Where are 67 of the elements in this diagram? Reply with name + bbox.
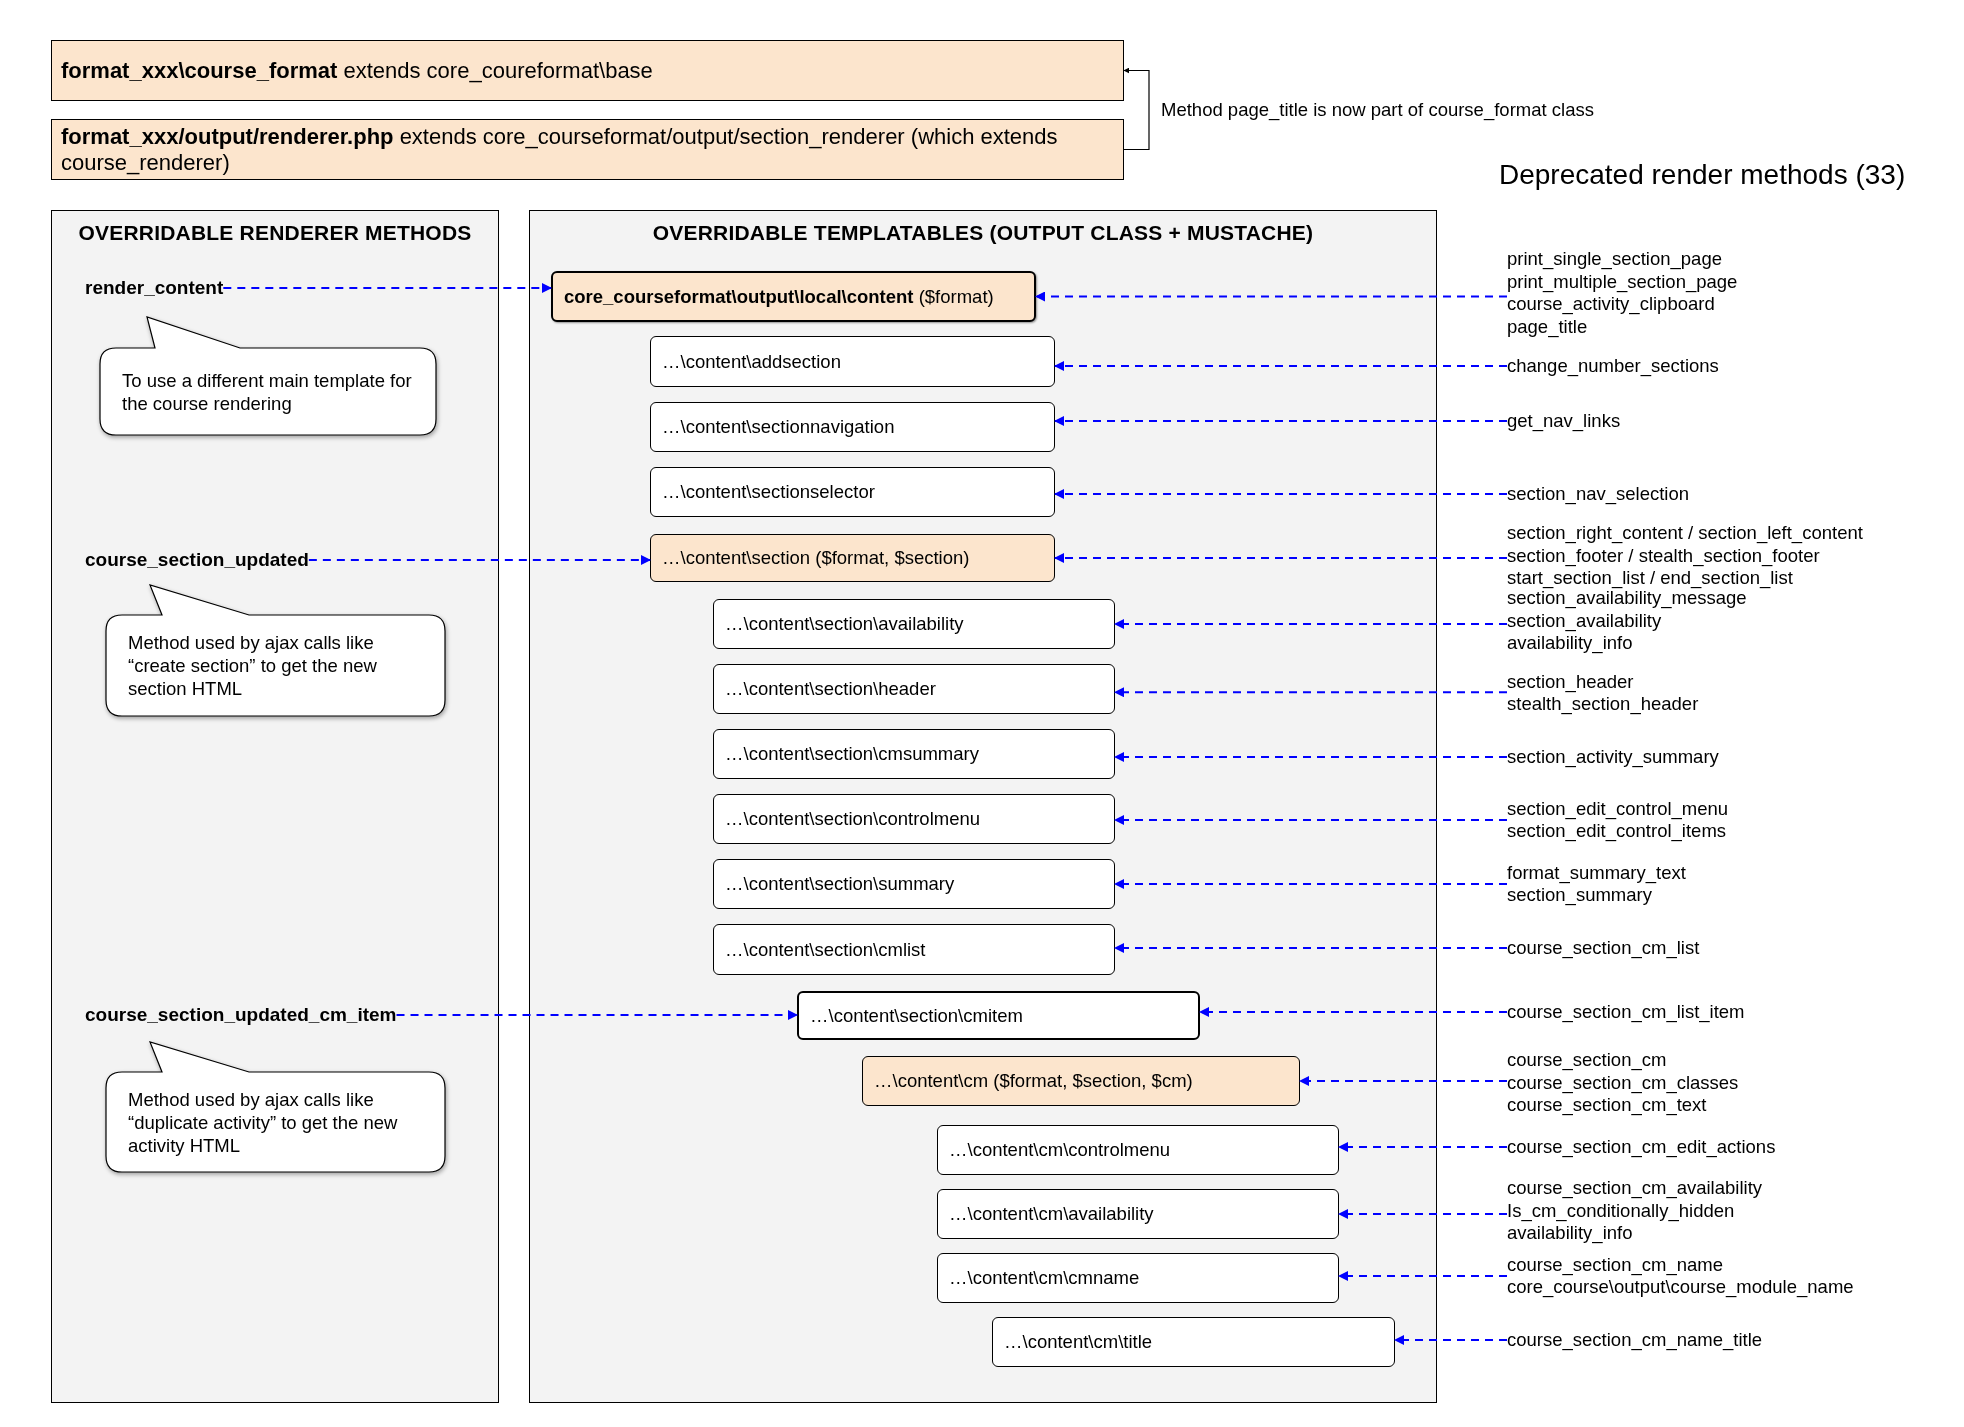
- template-box: …\content\section\cmsummary: [713, 729, 1115, 779]
- method-name-list: course_section_cm_list_item: [1507, 1000, 1745, 1024]
- template-box: core_courseformat\output\local\content ($format): [551, 271, 1036, 322]
- dashed-arrow: [1199, 1007, 1508, 1017]
- template-box: …\content\section\availability: [713, 599, 1115, 649]
- dashed-arrow: [1299, 1076, 1508, 1086]
- method-name-list: section_header stealth_section_header: [1507, 670, 1699, 716]
- template-box: …\content\section\cmitem: [797, 991, 1200, 1040]
- method-name-list: course_section_cm_availability Is_cm_conditionally_hidden availability_info: [1507, 1177, 1763, 1245]
- method-name-list: course_section_cm_name core_course\output\course_module_name: [1507, 1253, 1854, 1299]
- dashed-arrow: [307, 555, 651, 565]
- dashed-arrow: [1054, 489, 1508, 499]
- template-box: …\content\section\cmlist: [713, 924, 1115, 975]
- column-heading: Deprecated render methods (33): [1499, 159, 1906, 191]
- dashed-arrow: [1114, 619, 1508, 629]
- template-box: …\content\cm\controlmenu: [937, 1125, 1339, 1175]
- template-box: …\content\section\header: [713, 664, 1115, 714]
- dashed-arrow: [1114, 879, 1508, 889]
- dashed-arrow: [1054, 361, 1508, 371]
- panel: [51, 210, 499, 1403]
- method-name-list: section_activity_summary: [1507, 745, 1719, 769]
- method-name-list: section_nav_selection: [1507, 482, 1690, 506]
- class-box: format_xxx\course_format extends core_coureformat\base: [51, 40, 1124, 101]
- dashed-arrow: [395, 1010, 798, 1020]
- method-name-list: print_single_section_page print_multiple_section_page course_activity_clipboard page_title: [1507, 248, 1738, 338]
- panel-heading: OVERRIDABLE RENDERER METHODS: [77, 221, 473, 245]
- dashed-arrow: [1338, 1271, 1508, 1281]
- method-name-list: section_availability_message section_availability availability_info: [1507, 587, 1747, 655]
- method-name-list: section_edit_control_menu section_edit_control_items: [1507, 797, 1729, 843]
- speech-callout: Method used by ajax calls like “create section” to get the new section HTML: [106, 585, 445, 716]
- dashed-arrow: [1338, 1209, 1508, 1219]
- dashed-arrow: [1114, 687, 1508, 698]
- dashed-arrow: [1338, 1142, 1508, 1152]
- template-box: …\content\section\controlmenu: [713, 794, 1115, 844]
- method-name-list: course_section_cm_edit_actions: [1507, 1135, 1776, 1159]
- dashed-arrow: [1035, 291, 1508, 302]
- dashed-arrow: [1394, 1335, 1508, 1345]
- panel-heading: OVERRIDABLE TEMPLATABLES (OUTPUT CLASS + MUSTACHE): [651, 221, 1315, 245]
- dashed-arrow: [1114, 815, 1508, 825]
- method-name: render_content: [85, 277, 224, 299]
- dashed-arrow: [222, 283, 552, 293]
- template-box: …\content\cm\title: [992, 1317, 1395, 1367]
- method-name-list: course_section_cm course_section_cm_classes course_section_cm_text: [1507, 1049, 1739, 1117]
- method-name-list: course_section_cm_name_title: [1507, 1328, 1763, 1352]
- template-box: …\content\section\summary: [713, 859, 1115, 909]
- method-name-list: format_summary_text section_summary: [1507, 861, 1686, 907]
- dashed-arrow: [1114, 752, 1508, 762]
- class-box: format_xxx/output/renderer.php extends core_courseformat/output/section_renderer (which extends course_renderer): [51, 119, 1124, 180]
- bracket-arrow: [1123, 67, 1150, 151]
- panel: [529, 210, 1437, 1403]
- template-box: …\content\cm\availability: [937, 1189, 1339, 1239]
- method-name-list: get_nav_links: [1507, 409, 1621, 433]
- method-name-list: change_number_sections: [1507, 354, 1719, 378]
- template-box: …\content\section ($format, $section): [650, 534, 1055, 582]
- speech-callout: To use a different main template for the course rendering: [100, 317, 436, 435]
- speech-callout: Method used by ajax calls like “duplicate activity” to get the new activity HTML: [106, 1042, 445, 1172]
- method-name: course_section_updated_cm_item: [85, 1004, 397, 1026]
- template-box: …\content\cm ($format, $section, $cm): [862, 1056, 1300, 1106]
- template-box: …\content\cm\cmname: [937, 1253, 1339, 1303]
- dashed-arrow: [1114, 943, 1508, 953]
- template-box: …\content\addsection: [650, 336, 1055, 387]
- dashed-arrow: [1054, 553, 1508, 563]
- method-name: course_section_updated: [85, 549, 309, 571]
- template-box: …\content\sectionselector: [650, 467, 1055, 517]
- dashed-arrow: [1054, 416, 1508, 426]
- template-box: …\content\sectionnavigation: [650, 402, 1055, 452]
- method-name-list: course_section_cm_list: [1507, 936, 1700, 960]
